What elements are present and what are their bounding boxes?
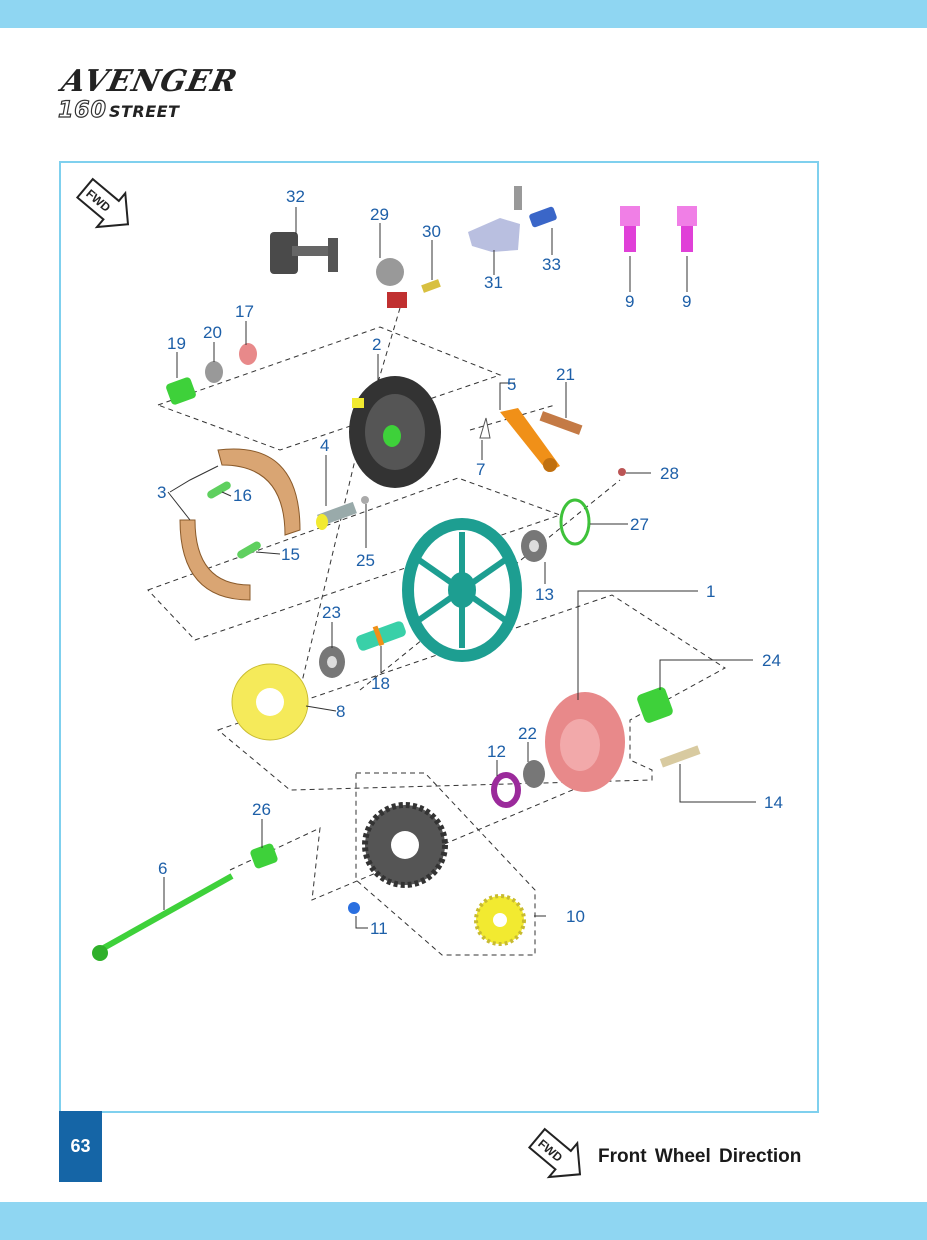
part-19-bush [166, 377, 196, 405]
top-color-band [0, 0, 927, 28]
logo-model: 160 STREET [57, 97, 180, 123]
part-31-arm [468, 186, 522, 252]
callout-11: 11 [370, 919, 388, 938]
leader-lines [163, 207, 756, 929]
callout-32: 32 [286, 187, 305, 206]
callout-27: 27 [630, 515, 649, 534]
callout-12: 12 [487, 742, 506, 761]
callout-3: 3 [157, 483, 166, 502]
brake-cam-group-outline [156, 326, 502, 451]
callout-28: 28 [660, 464, 679, 483]
callout-9-right: 9 [682, 292, 691, 311]
callout-22: 22 [518, 724, 537, 743]
part-10-small-sprocket [474, 894, 526, 946]
callout-5: 5 [507, 375, 516, 394]
part-4-cam-shaft [316, 501, 357, 530]
callout-18: 18 [371, 674, 390, 693]
part-12-seal [491, 772, 521, 808]
callout-7: 7 [476, 460, 485, 479]
callout-14: 14 [764, 793, 783, 812]
fwd-legend-arrow-icon: FWD [527, 1127, 582, 1179]
lever-line [469, 404, 556, 431]
logo-model-name: STREET [108, 102, 180, 121]
part-29-cam-lever [376, 258, 407, 308]
brake-shoe-group-outline [147, 477, 562, 641]
part-23-bearing [319, 646, 345, 678]
part-32-holder [270, 232, 338, 274]
callout-10: 10 [566, 907, 585, 926]
callout-8: 8 [336, 702, 345, 721]
callout-33: 33 [542, 255, 561, 274]
logo-model-number: 160 [57, 97, 107, 123]
part-3-brake-shoes [179, 448, 301, 601]
part-10-rear-sprocket [362, 802, 448, 888]
callout-1: 1 [706, 582, 715, 601]
shaft-line [299, 307, 401, 691]
callout-25: 25 [356, 551, 375, 570]
part-14-bolt [659, 745, 701, 768]
diagram-frame [59, 161, 819, 1113]
part-15-spring [237, 541, 261, 559]
part-8-rubber-damper [231, 663, 309, 741]
callout-13: 13 [535, 585, 554, 604]
part-1-sprocket-hub [545, 692, 625, 792]
callout-24: 24 [762, 651, 781, 670]
part-2-brake-panel [349, 376, 441, 488]
part-9-valve-left [620, 206, 640, 252]
part-16-spring [207, 481, 231, 499]
part-27-ring [559, 498, 591, 546]
wheel-rim [402, 518, 522, 662]
callout-6: 6 [158, 859, 167, 878]
axle-line [229, 771, 616, 901]
callout-21: 21 [556, 365, 575, 384]
part-30-bolt [421, 279, 441, 293]
part-20-washer [205, 361, 223, 383]
callout-15: 15 [281, 545, 300, 564]
part-13-bearing [521, 530, 547, 562]
part-7-spring [479, 417, 491, 439]
callout-20: 20 [203, 323, 222, 342]
part-17-seal [239, 343, 257, 365]
callout-31: 31 [484, 273, 503, 292]
callout-29: 29 [370, 205, 389, 224]
callout-19: 19 [167, 334, 186, 353]
part-18-spacer [356, 621, 406, 651]
part-22-bearing [523, 760, 545, 788]
part-9-valve-right [677, 206, 697, 252]
part-33-bolt [529, 206, 557, 228]
part-5-brake-lever [500, 408, 560, 472]
hub-group-outline [216, 594, 726, 791]
part-25-washer [361, 496, 369, 504]
fwd-arrow-icon: FWD [75, 177, 130, 229]
part-26-spacer [250, 843, 278, 869]
part-28-screw [618, 468, 626, 476]
part-6-axle [92, 873, 234, 961]
chain-line [359, 479, 621, 691]
part-21-pin [539, 411, 583, 435]
callout-9-left: 9 [625, 292, 634, 311]
callout-4: 4 [320, 436, 329, 455]
callout-26: 26 [252, 800, 271, 819]
part-11-nut [348, 902, 360, 914]
avenger-logo: AVENGER 160 STREET [57, 64, 288, 124]
page-number-tab: 63 [59, 1111, 102, 1182]
callout-2: 2 [372, 335, 381, 354]
callout-17: 17 [235, 302, 254, 321]
callout-30: 30 [422, 222, 441, 241]
callout-23: 23 [322, 603, 341, 622]
callout-16: 16 [233, 486, 252, 505]
bottom-color-band [0, 1202, 927, 1240]
fwd-legend-label: Front Wheel Direction [598, 1146, 802, 1167]
part-24-collar [637, 687, 673, 723]
